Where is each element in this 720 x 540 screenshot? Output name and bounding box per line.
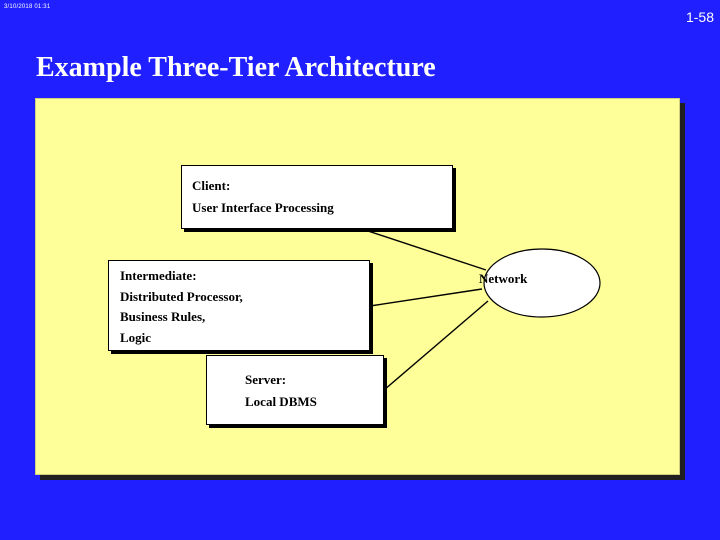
server-title: Server: xyxy=(245,372,287,387)
intermediate-network-link xyxy=(369,288,483,307)
timestamp: 3/10/2018 01:31 xyxy=(4,4,51,10)
slide-title: Example Three-Tier Architecture xyxy=(36,52,436,83)
client-network-link xyxy=(361,228,487,271)
intermediate-desc-2: Business Rules, xyxy=(120,309,206,324)
client-tier-box: Client: User Interface Processing xyxy=(181,165,453,229)
intermediate-tier-box: Intermediate: Distributed Processor, Bus… xyxy=(108,260,370,351)
intermediate-desc-3: Logic xyxy=(120,329,152,345)
intermediate-title: Intermediate: xyxy=(120,268,197,283)
server-tier-box: Server: Local DBMS xyxy=(206,355,384,425)
client-desc: User Interface Processing xyxy=(192,200,334,215)
server-desc: Local DBMS xyxy=(245,394,317,409)
client-title: Client: xyxy=(192,178,231,193)
page-number: 1-58 xyxy=(685,9,714,25)
server-network-link xyxy=(383,300,489,391)
intermediate-desc-1: Distributed Processor, xyxy=(120,288,243,304)
network-ellipse xyxy=(483,248,601,318)
network-label: Network xyxy=(479,271,528,286)
